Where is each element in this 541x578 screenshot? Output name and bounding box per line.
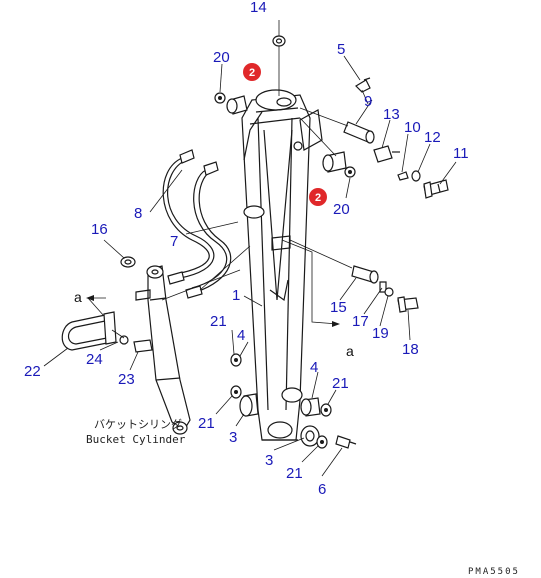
label-21-d: 21 — [286, 465, 303, 482]
label-9: 9 — [364, 93, 372, 110]
label-13: 13 — [383, 106, 400, 123]
washer-14 — [272, 35, 286, 47]
svg-text:2: 2 — [249, 67, 255, 79]
label-12: 12 — [424, 129, 441, 146]
label-17: 17 — [352, 313, 369, 330]
bolt-13 — [373, 145, 409, 181]
bucket-cylinder — [135, 265, 191, 435]
bolt-11 — [411, 170, 449, 199]
lower-right-bushings — [300, 397, 357, 449]
label-4-b: 4 — [310, 359, 318, 376]
label-22: 22 — [24, 363, 41, 380]
lower-left-bushings — [230, 353, 259, 417]
label-7: 7 — [170, 233, 178, 250]
pin-9 — [343, 77, 375, 144]
pin-15 — [351, 265, 419, 313]
label-21-c: 21 — [198, 415, 215, 432]
label-3-a: 3 — [229, 429, 237, 446]
label-14: 14 — [250, 0, 267, 16]
label-24: 24 — [86, 351, 103, 368]
badge-2-top: 2 — [243, 63, 261, 81]
label-5: 5 — [337, 41, 345, 58]
label-1: 1 — [232, 287, 240, 304]
caption-english: Bucket Cylinder — [86, 433, 186, 446]
label-15: 15 — [330, 299, 347, 316]
washer-16 — [120, 256, 136, 268]
label-3-b: 3 — [265, 452, 273, 469]
part-number-labels: 14 20 5 9 13 10 12 11 20 8 16 7 1 15 17 … — [24, 0, 469, 498]
label-11: 11 — [453, 145, 469, 162]
arm-assembly — [241, 89, 323, 441]
ref-a-left: a — [74, 289, 82, 305]
leader-lines — [43, 20, 457, 477]
drawing-code: PMA5505 — [468, 567, 520, 577]
label-10: 10 — [404, 119, 421, 136]
label-4-a: 4 — [237, 327, 245, 344]
bushing-top — [214, 92, 248, 115]
guard-22 — [61, 311, 117, 351]
label-18: 18 — [402, 341, 419, 358]
caption-japanese: バケットシリンダ — [94, 417, 182, 431]
label-23: 23 — [118, 371, 135, 388]
label-20-top: 20 — [213, 49, 230, 66]
label-19: 19 — [372, 325, 389, 342]
badge-2-right: 2 — [309, 188, 327, 206]
label-8: 8 — [134, 205, 142, 222]
bushing-right — [322, 151, 356, 178]
label-21-a: 21 — [210, 313, 227, 330]
label-21-b: 21 — [332, 375, 349, 392]
ref-a-right: a — [346, 343, 354, 359]
bolt-23 — [119, 335, 153, 353]
label-6: 6 — [318, 481, 326, 498]
svg-text:2: 2 — [315, 192, 321, 204]
label-20-right: 20 — [333, 201, 350, 218]
hoses — [162, 149, 232, 299]
label-16: 16 — [91, 221, 108, 238]
